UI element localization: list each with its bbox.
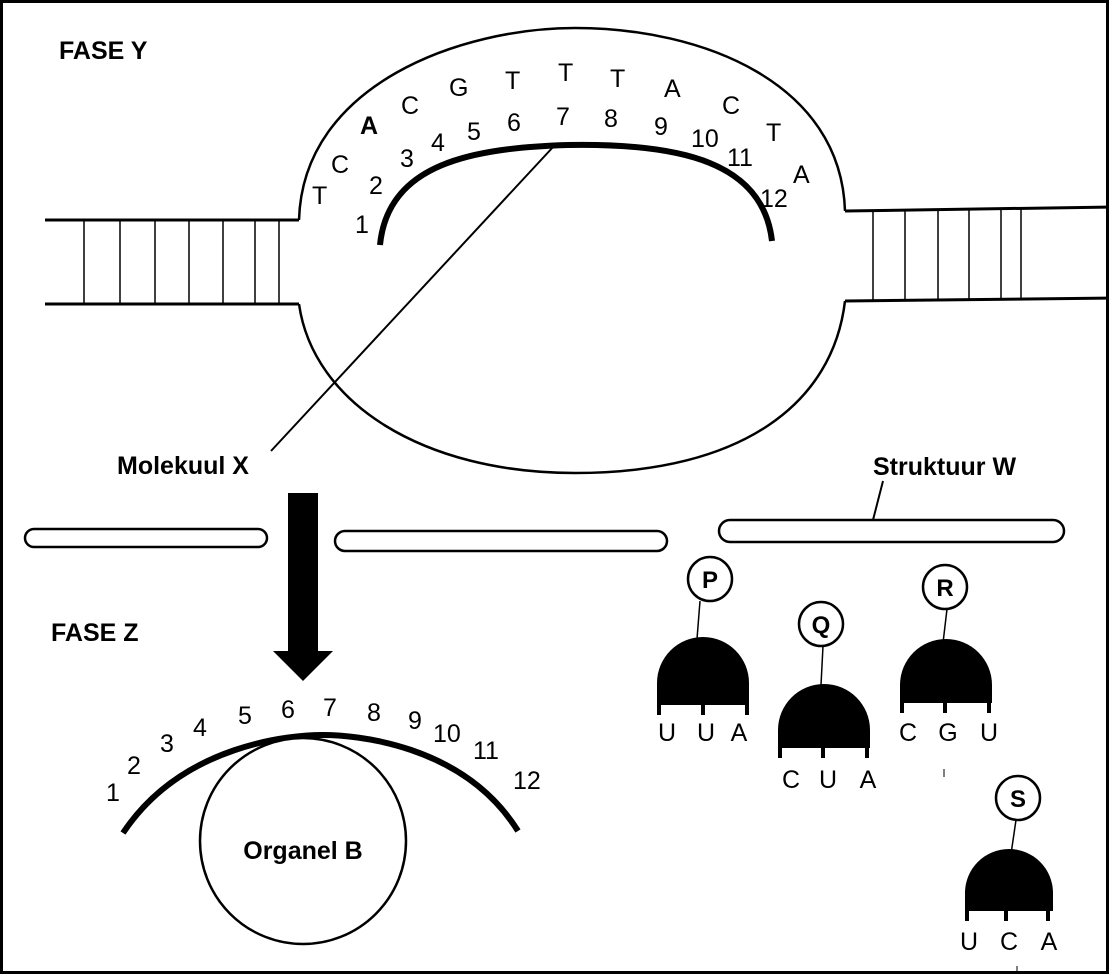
trna-s-label: S [1010,786,1026,813]
organelle-b [198,736,408,946]
mrna-num-12: 12 [513,767,541,795]
dna-bases: T C A C G T T T A C T A [312,59,810,210]
structure-w-pointer [872,480,884,521]
trna-s-base-1: U [960,928,978,956]
trna-r: R C G U [899,563,998,777]
organelle-b-label: Organel B [243,837,362,865]
dna-base-9: A [664,75,681,103]
dna-base-8: T [610,65,625,93]
mrna-num-2: 2 [127,752,141,780]
dna-num-3: 3 [400,145,414,173]
phase-z-label: FASE Z [51,619,139,647]
dna-base-2: C [331,151,349,179]
trna-r-base-3: U [980,719,998,747]
dna-base-3: A [360,112,378,140]
dna-num-7: 7 [556,103,570,131]
mrna-num-5: 5 [238,702,252,730]
trna-r-base-1: C [899,719,917,747]
dna-num-2: 2 [369,172,383,200]
mrna-num-6: 6 [281,696,295,724]
dna-base-6: T [505,67,520,95]
trna-s: S U C A [960,774,1058,971]
dna-base-12: A [793,161,810,189]
mrna-numbers: 1 2 3 4 5 6 7 8 9 10 11 12 [106,694,541,807]
mrna-num-7: 7 [323,694,337,722]
trna-q: Q C U A [778,600,877,794]
mrna-num-4: 4 [193,714,207,742]
dna-base-10: C [722,92,740,120]
mrna-strand [120,731,521,835]
molecule-x-strand [377,141,775,246]
trna-r-base-2: G [938,719,957,747]
trna-s-base-2: C [1000,928,1018,956]
mrna-num-11: 11 [473,737,499,765]
trna-q-base-2: U [819,766,837,794]
dna-num-10: 10 [691,125,719,153]
mrna-num-8: 8 [367,699,381,727]
dna-base-1: T [312,182,327,210]
phase-y-label: FASE Y [59,37,148,65]
trna-p: P U U A [657,555,749,747]
structure-w-label: Struktuur W [873,453,1016,481]
molecule-x-pointer [270,145,555,452]
dna-num-12: 12 [760,185,788,213]
structure-w [23,518,1066,553]
transport-arrow [273,493,333,681]
dna-num-5: 5 [467,118,481,146]
mrna-num-1: 1 [106,779,120,807]
trna-q-base-1: C [782,766,800,794]
mrna-num-10: 10 [433,720,461,748]
trna-p-base-3: A [731,719,748,747]
trna-q-base-3: A [860,766,877,794]
dna-num-6: 6 [507,109,521,137]
dna-num-4: 4 [431,129,445,157]
molecule-x-label: Molekuul X [117,452,249,480]
diagram-svg: FASE Y FASE Z [23,26,1106,971]
trna-p-label: P [702,567,718,594]
dna-num-1: 1 [355,211,369,239]
mrna-num-9: 9 [408,707,422,735]
dna-num-9: 9 [654,113,668,141]
dna-num-8: 8 [604,105,618,133]
dna-base-4: C [401,92,419,120]
trna-p-base-2: U [697,719,715,747]
dna-base-11: T [766,119,781,147]
trna-p-base-1: U [658,719,676,747]
trna-r-label: R [936,575,953,602]
dna-bubble [297,26,847,475]
trna-q-label: Q [812,612,831,639]
dna-num-11: 11 [727,144,753,172]
dna-left-ladder [45,218,299,306]
dna-right-ladder [844,205,1106,303]
dna-base-7: T [558,59,573,87]
dna-base-5: G [449,74,468,102]
trna-s-base-3: A [1041,928,1058,956]
dna-numbers: 1 2 3 4 5 6 7 8 9 10 11 12 [355,103,788,239]
mrna-num-3: 3 [160,730,174,758]
